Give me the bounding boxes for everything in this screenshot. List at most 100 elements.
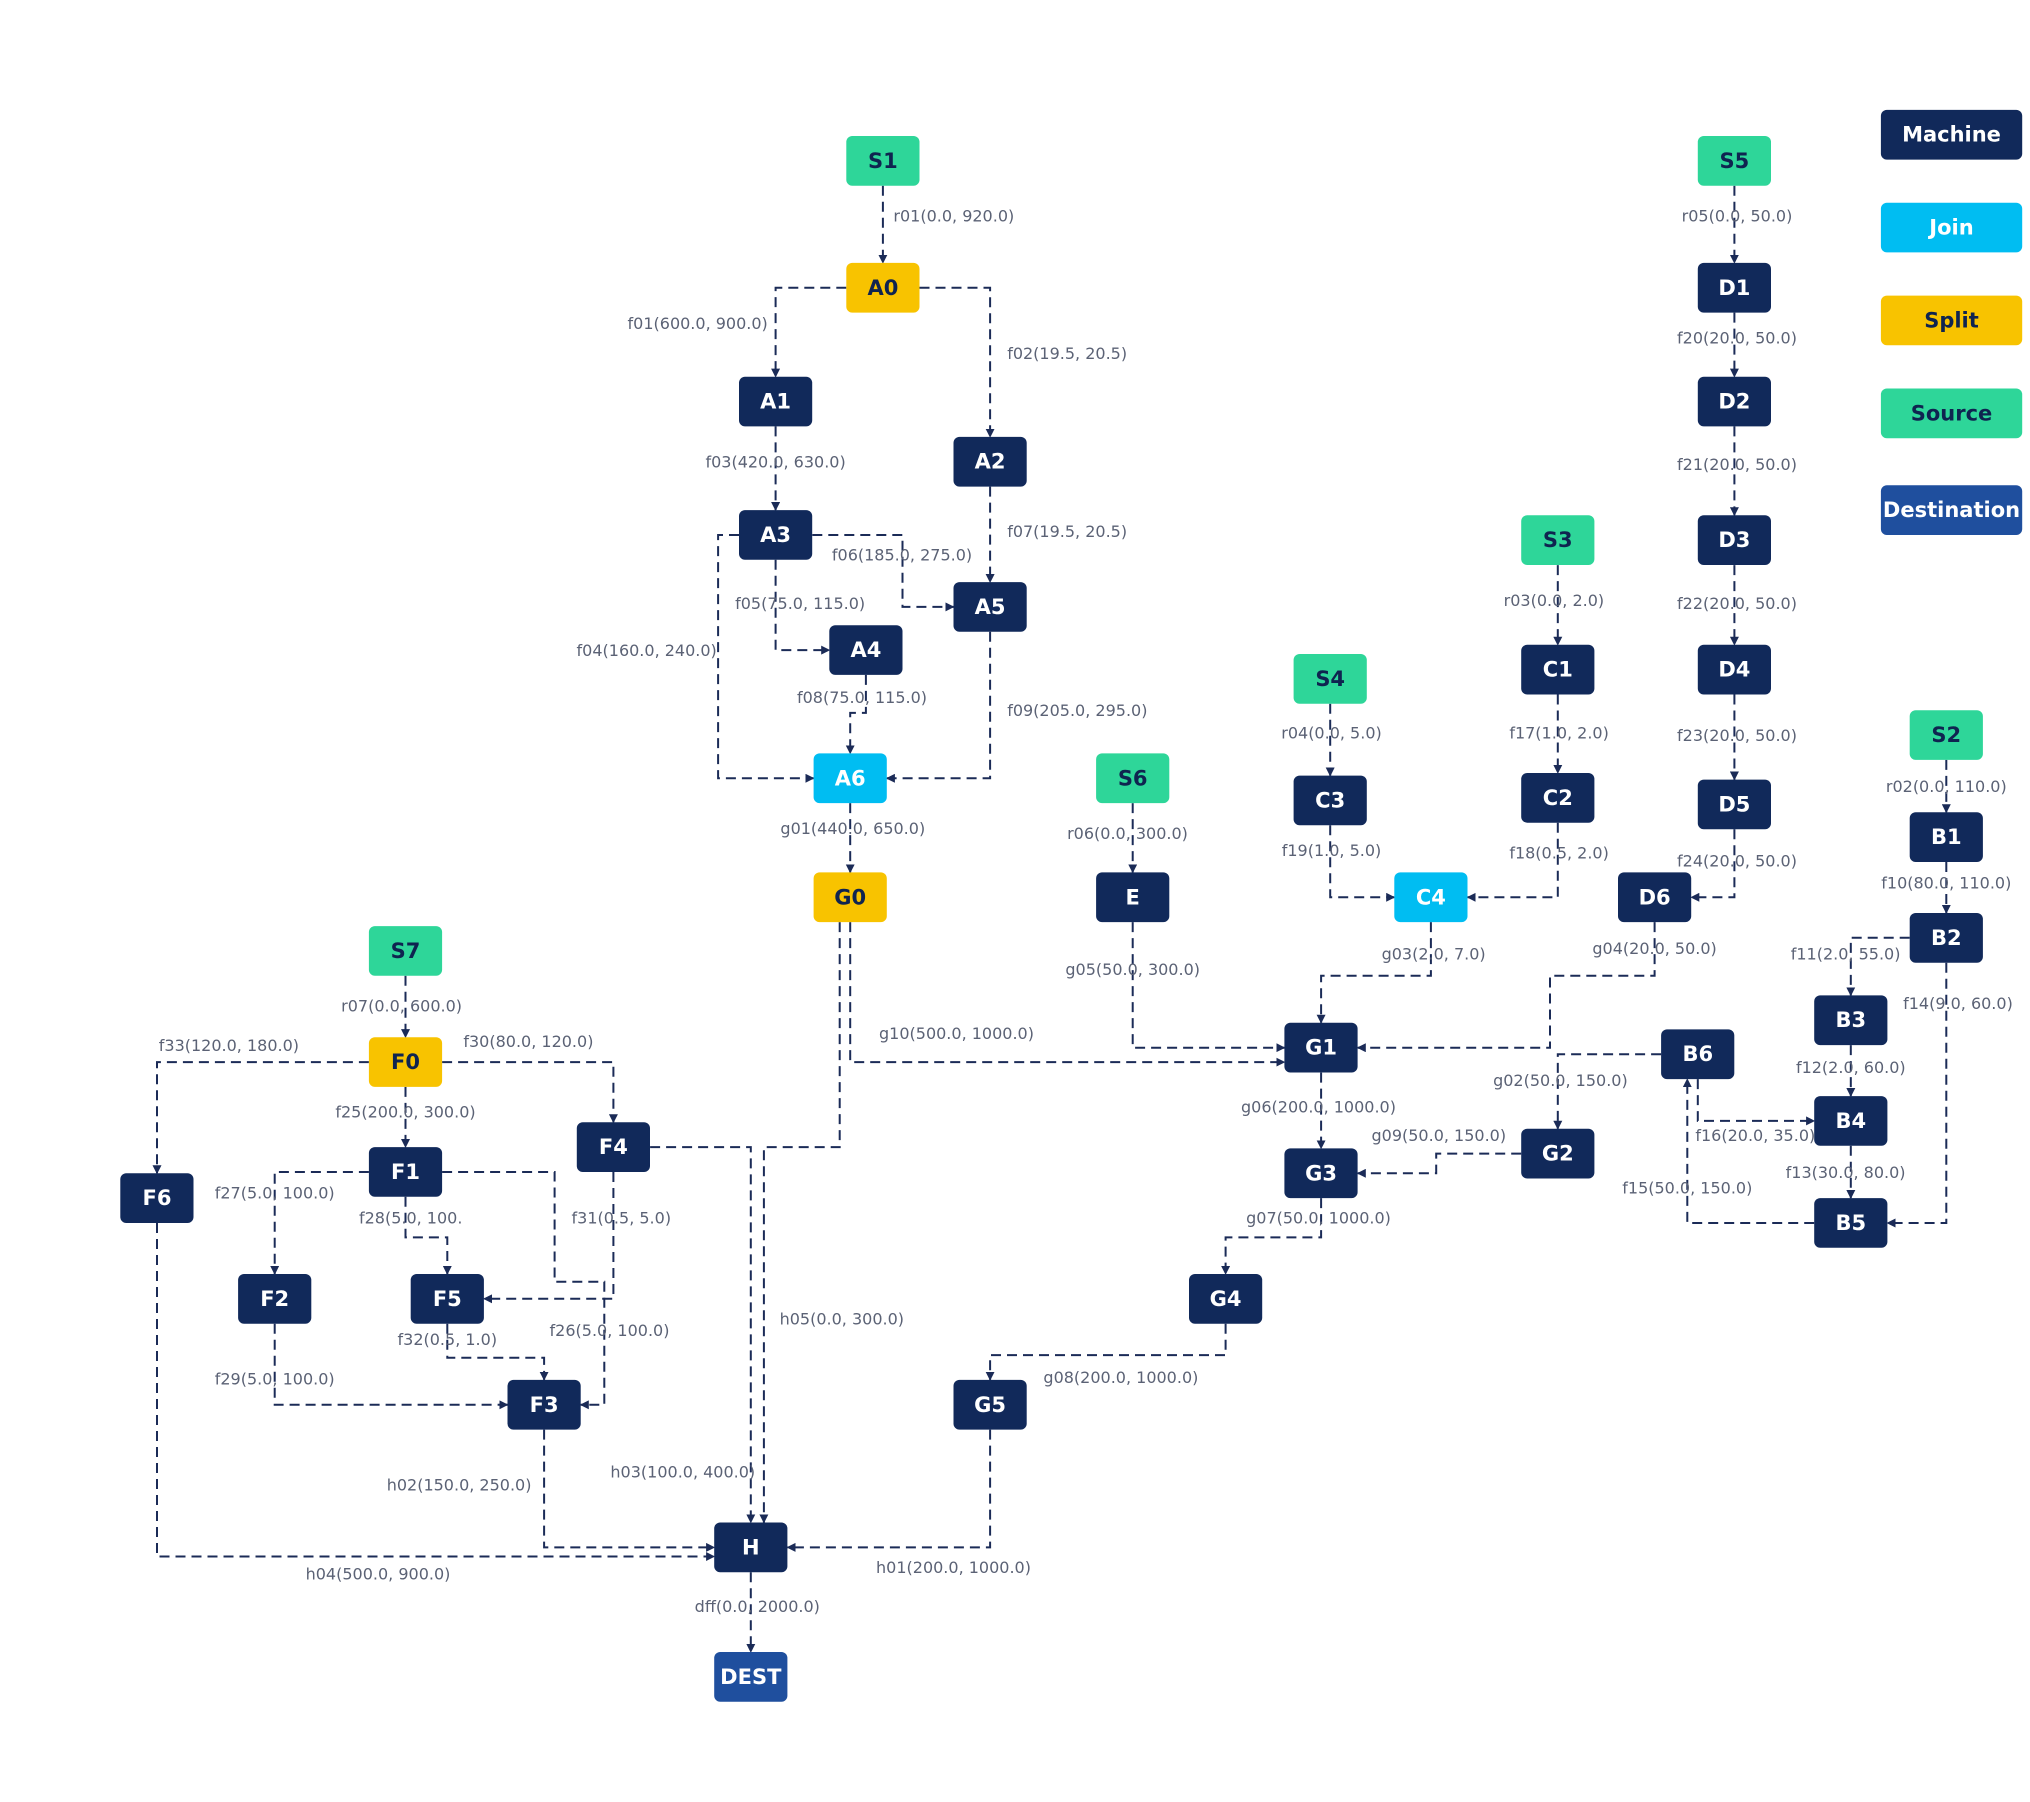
node-box-b3[interactable] (1814, 995, 1888, 1046)
node-f1[interactable]: F1 (368, 1147, 443, 1197)
node-box-b6[interactable] (1661, 1029, 1735, 1080)
node-c2[interactable]: C2 (1521, 773, 1595, 823)
node-f3[interactable]: F3 (507, 1379, 581, 1430)
node-b2[interactable]: B2 (1909, 913, 1983, 963)
node-box-a0[interactable] (846, 262, 920, 313)
node-b1[interactable]: B1 (1909, 812, 1983, 862)
node-a2[interactable]: A2 (953, 436, 1027, 487)
node-b3[interactable]: B3 (1814, 995, 1888, 1046)
edge-label-f04: f04(160.0, 240.0) (577, 641, 717, 660)
node-f5[interactable]: F5 (410, 1274, 484, 1324)
node-box-s1[interactable] (846, 136, 920, 186)
node-box-f6[interactable] (120, 1173, 194, 1223)
node-a3[interactable]: A3 (739, 510, 813, 560)
node-box-d2[interactable] (1697, 376, 1771, 427)
node-box-c3[interactable] (1293, 775, 1367, 826)
node-box-g3[interactable] (1284, 1148, 1358, 1199)
node-box-b4[interactable] (1814, 1096, 1888, 1146)
node-box-f5[interactable] (410, 1274, 484, 1324)
node-d5[interactable]: D5 (1697, 779, 1771, 830)
edge-label-r06: r06(0.0, 300.0) (1067, 824, 1188, 843)
node-c1[interactable]: C1 (1521, 644, 1595, 695)
node-s7[interactable]: S7 (368, 926, 443, 976)
node-box-s7[interactable] (368, 926, 443, 976)
node-box-d5[interactable] (1697, 779, 1771, 830)
node-box-f0[interactable] (368, 1037, 443, 1087)
node-d3[interactable]: D3 (1697, 515, 1771, 565)
node-g2[interactable]: G2 (1521, 1128, 1595, 1179)
node-s3[interactable]: S3 (1521, 515, 1595, 565)
node-a1[interactable]: A1 (739, 376, 813, 427)
node-box-a6[interactable] (813, 753, 887, 804)
node-box-a5[interactable] (953, 582, 1027, 632)
node-box-g4[interactable] (1189, 1274, 1263, 1324)
node-box-dest[interactable] (714, 1652, 788, 1702)
node-g3[interactable]: G3 (1284, 1148, 1358, 1199)
node-box-g2[interactable] (1521, 1128, 1595, 1179)
node-box-d4[interactable] (1697, 644, 1771, 695)
legend-swatch-source (1880, 388, 2023, 439)
node-c3[interactable]: C3 (1293, 775, 1367, 826)
node-box-d1[interactable] (1697, 262, 1771, 313)
node-box-a1[interactable] (739, 376, 813, 427)
node-box-c4[interactable] (1394, 872, 1468, 923)
node-h[interactable]: H (714, 1522, 788, 1573)
node-d2[interactable]: D2 (1697, 376, 1771, 427)
node-box-g5[interactable] (953, 1379, 1027, 1430)
edge-label-g09: g09(50.0, 150.0) (1371, 1126, 1506, 1145)
node-s4[interactable]: S4 (1293, 654, 1367, 704)
node-box-a3[interactable] (739, 510, 813, 560)
node-f0[interactable]: F0 (368, 1037, 443, 1087)
node-box-f3[interactable] (507, 1379, 581, 1430)
node-b6[interactable]: B6 (1661, 1029, 1735, 1080)
node-box-s3[interactable] (1521, 515, 1595, 565)
node-f2[interactable]: F2 (238, 1274, 312, 1324)
node-box-b5[interactable] (1814, 1198, 1888, 1248)
node-s5[interactable]: S5 (1697, 136, 1771, 186)
node-box-b2[interactable] (1909, 913, 1983, 963)
node-box-d3[interactable] (1697, 515, 1771, 565)
node-box-s5[interactable] (1697, 136, 1771, 186)
node-s6[interactable]: S6 (1096, 753, 1170, 804)
node-d6[interactable]: D6 (1618, 872, 1692, 923)
node-box-a4[interactable] (829, 625, 903, 675)
node-f6[interactable]: F6 (120, 1173, 194, 1223)
node-box-d6[interactable] (1618, 872, 1692, 923)
node-a5[interactable]: A5 (953, 582, 1027, 632)
node-box-g0[interactable] (813, 872, 887, 923)
edge-label-f02: f02(19.5, 20.5) (1007, 344, 1127, 363)
node-box-s4[interactable] (1293, 654, 1367, 704)
node-box-s6[interactable] (1096, 753, 1170, 804)
node-d1[interactable]: D1 (1697, 262, 1771, 313)
node-box-s2[interactable] (1909, 710, 1983, 760)
node-a0[interactable]: A0 (846, 262, 920, 313)
node-g0[interactable]: G0 (813, 872, 887, 923)
node-box-a2[interactable] (953, 436, 1027, 487)
node-box-f4[interactable] (576, 1122, 650, 1172)
node-box-g1[interactable] (1284, 1022, 1358, 1073)
node-g5[interactable]: G5 (953, 1379, 1027, 1430)
node-g1[interactable]: G1 (1284, 1022, 1358, 1073)
node-b5[interactable]: B5 (1814, 1198, 1888, 1248)
node-box-c2[interactable] (1521, 773, 1595, 823)
node-s1[interactable]: S1 (846, 136, 920, 186)
node-g4[interactable]: G4 (1189, 1274, 1263, 1324)
edge-f27 (270, 1171, 369, 1275)
node-box-f2[interactable] (238, 1274, 312, 1324)
node-d4[interactable]: D4 (1697, 644, 1771, 695)
node-f4[interactable]: F4 (576, 1122, 650, 1172)
node-label-d3: D3 (1718, 528, 1750, 552)
node-c4[interactable]: C4 (1394, 872, 1468, 923)
node-box-c1[interactable] (1521, 644, 1595, 695)
node-box-e[interactable] (1096, 872, 1170, 923)
node-a4[interactable]: A4 (829, 625, 903, 675)
node-s2[interactable]: S2 (1909, 710, 1983, 760)
node-box-f1[interactable] (368, 1147, 443, 1197)
node-e[interactable]: E (1096, 872, 1170, 923)
node-a6[interactable]: A6 (813, 753, 887, 804)
node-b4[interactable]: B4 (1814, 1096, 1888, 1146)
node-box-h[interactable] (714, 1522, 788, 1573)
node-box-b1[interactable] (1909, 812, 1983, 862)
node-dest[interactable]: DEST (714, 1652, 788, 1702)
edge-f14 (1886, 962, 1948, 1228)
